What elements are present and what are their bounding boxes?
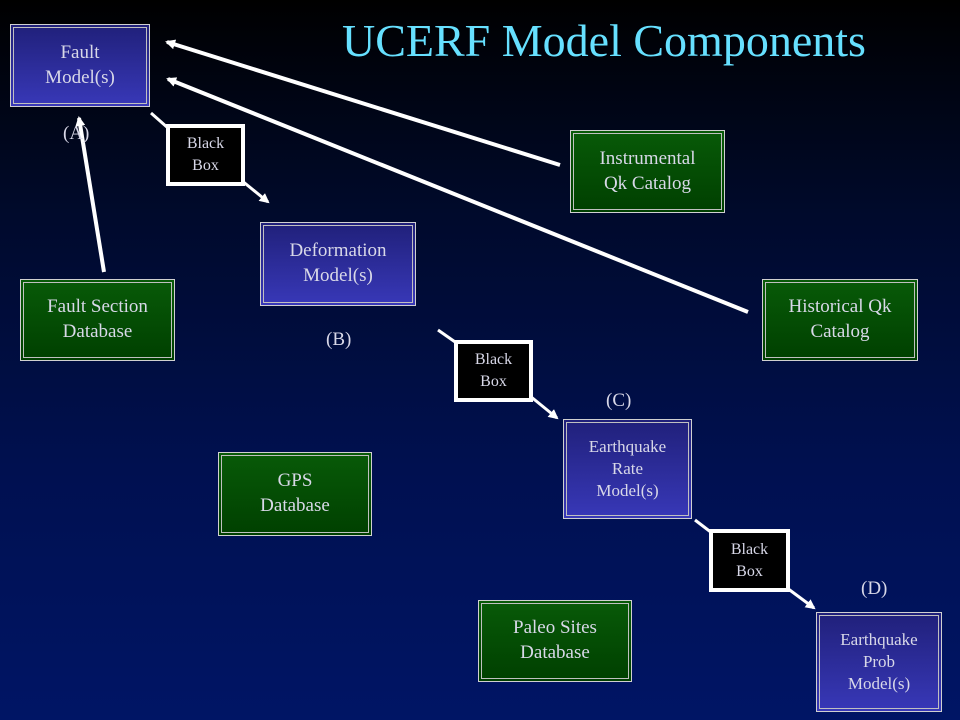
black-box-1: Black Box [166, 124, 245, 186]
black-box-2: Black Box [454, 340, 533, 402]
diagram-title: UCERF Model Components [342, 15, 866, 66]
label-d: (D) [861, 578, 888, 599]
black-box-1-label: Black Box [186, 135, 225, 174]
label-c: (C) [606, 390, 632, 411]
fault-model-box: Fault Model(s) [10, 24, 150, 107]
fault-model-label: Fault Model(s) [45, 41, 115, 88]
arrow-instrumental-to-fault-model [165, 39, 561, 167]
label-a: (A) [63, 123, 90, 144]
connector-fault-model-to-blackbox-1 [150, 111, 169, 130]
paleo-sites-database-label: Paleo Sites Database [513, 617, 597, 663]
historical-catalog-box: Historical Qk Catalog [762, 279, 918, 361]
deformation-model-label: Deformation Model(s) [289, 240, 387, 286]
fault-section-database-box: Fault Section Database [20, 279, 175, 361]
instrumental-catalog-box: Instrumental Qk Catalog [570, 130, 725, 213]
arrow-blackbox-2-to-rate-model [529, 394, 559, 420]
earthquake-rate-model-box: Earthquake Rate Model(s) [563, 419, 692, 519]
arrow-blackbox-1-to-deformation [240, 178, 270, 204]
arrow-fault-section-to-fault-model [75, 116, 106, 273]
fault-section-database-label: Fault Section Database [47, 296, 148, 342]
earthquake-prob-model-box: Earthquake Prob Model(s) [816, 612, 942, 712]
arrow-blackbox-3-to-prob-model [786, 586, 816, 610]
earthquake-prob-model-label: Earthquake Prob Model(s) [840, 629, 918, 694]
instrumental-catalog-label: Instrumental Qk Catalog [599, 147, 696, 194]
paleo-sites-database-box: Paleo Sites Database [478, 600, 632, 682]
historical-catalog-label: Historical Qk Catalog [788, 296, 892, 342]
gps-database-box: GPS Database [218, 452, 372, 536]
gps-database-label: GPS Database [260, 470, 330, 516]
arrow-historical-to-fault-model [166, 77, 749, 314]
label-b: (B) [326, 329, 352, 350]
black-box-2-label: Black Box [474, 351, 513, 390]
black-box-3: Black Box [709, 529, 790, 592]
earthquake-rate-model-label: Earthquake Rate Model(s) [588, 436, 667, 501]
black-box-3-label: Black Box [730, 540, 769, 580]
deformation-model-box: Deformation Model(s) [260, 222, 416, 306]
